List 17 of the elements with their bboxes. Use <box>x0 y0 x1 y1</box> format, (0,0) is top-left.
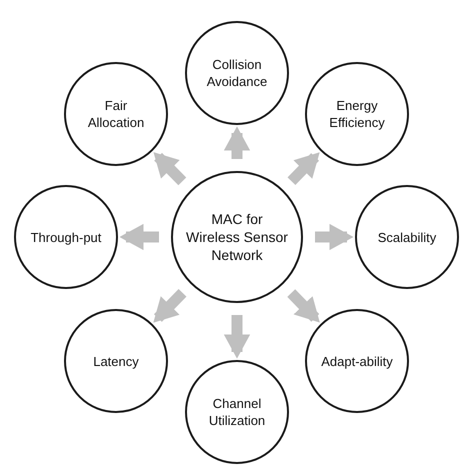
block-arrow <box>287 289 320 323</box>
node-label: Latency <box>93 352 139 370</box>
block-arrow <box>153 288 186 323</box>
node-label: Scalability <box>378 228 436 246</box>
node-label: Adapt-ability <box>321 352 393 370</box>
block-arrow <box>315 224 354 250</box>
block-arrow <box>224 315 250 359</box>
node-label: Energy Efficiency <box>328 97 386 131</box>
block-arrow <box>288 152 320 185</box>
block-arrow <box>224 126 250 159</box>
node-label: MAC for Wireless Sensor Network <box>185 210 289 264</box>
node-label: Through-put <box>30 228 102 246</box>
block-arrow <box>119 224 159 250</box>
node-label: Channel Utilization <box>208 395 266 429</box>
node-label: Fair Allocation <box>86 97 146 131</box>
node-label: Collision Avoidance <box>206 56 268 90</box>
block-arrow <box>153 152 186 186</box>
